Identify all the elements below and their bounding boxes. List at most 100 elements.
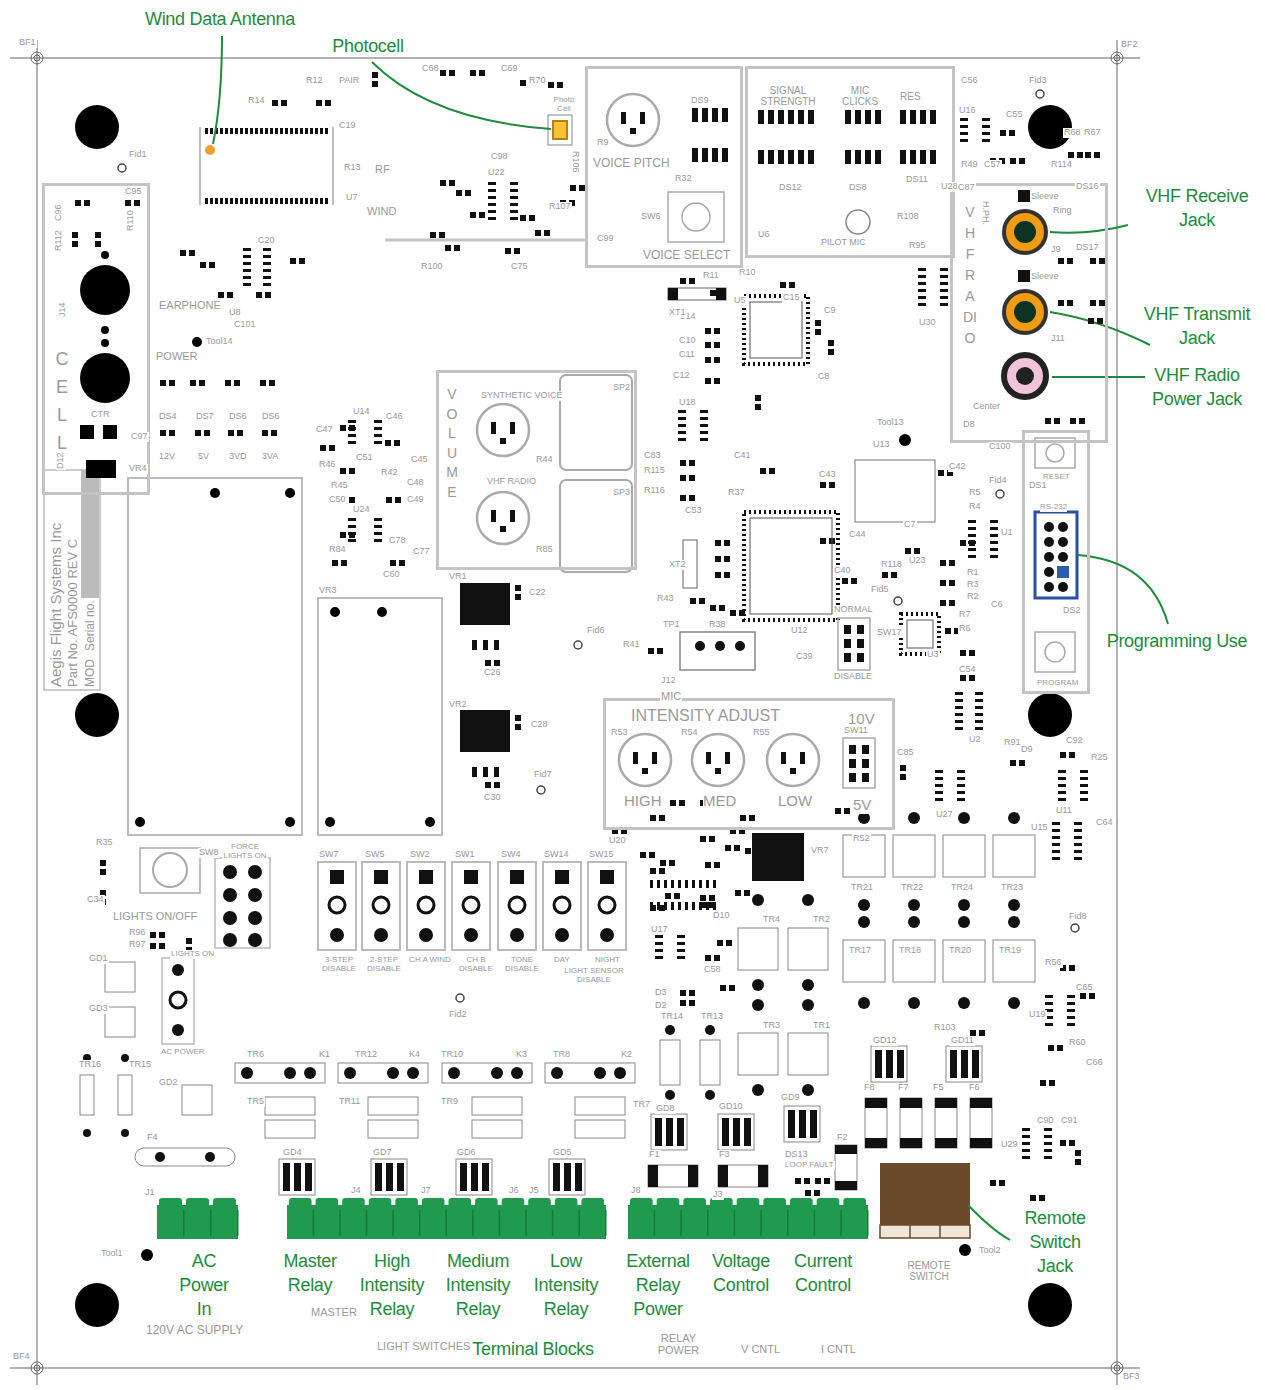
smd-pad	[679, 800, 685, 806]
terminal-divider	[392, 1210, 394, 1236]
silkscreen-label: Fid3	[1028, 76, 1048, 86]
ic-pin	[990, 555, 998, 558]
photocell	[553, 121, 567, 139]
silkscreen-label: POWER	[155, 350, 199, 362]
ic-pin	[940, 289, 948, 292]
smd-pad	[680, 278, 686, 284]
pot-ring	[692, 734, 744, 786]
silkscreen-label: DS9	[690, 96, 710, 106]
vhf-jack	[1014, 221, 1036, 243]
relay-pin	[407, 1067, 419, 1079]
callout-label: AC Power In	[174, 1250, 234, 1322]
silkscreen-label: C34	[86, 895, 105, 905]
silkscreen-label: U8	[228, 308, 242, 318]
silkscreen-label: TR23	[1000, 883, 1024, 893]
ic-pin	[940, 282, 948, 285]
qfp-body	[907, 620, 933, 648]
gate-driver-outline	[279, 1159, 315, 1195]
smd-pad	[290, 258, 296, 264]
cell-jack	[86, 460, 116, 478]
panel-heading: MIC CLICKS	[840, 85, 880, 107]
ic-pin	[657, 902, 660, 910]
relay-pin	[284, 1067, 296, 1079]
silkscreen-label: F1	[648, 1150, 661, 1160]
display-pin	[900, 110, 906, 124]
terminal-divider	[680, 1210, 682, 1236]
smd-pad	[449, 70, 455, 76]
smd-pad	[529, 215, 535, 221]
diode-outline	[182, 1085, 212, 1115]
switch-outline	[407, 862, 445, 950]
silkscreen-label: Fid5	[870, 585, 890, 595]
silkscreen-label: C55	[1005, 110, 1024, 120]
ic-pin	[955, 727, 963, 730]
relay-pin	[387, 1067, 399, 1079]
ic-pin	[374, 518, 382, 521]
silkscreen-label: LIGHT SENSOR DISABLE	[548, 967, 640, 985]
silkscreen-label: D10	[712, 911, 731, 921]
ic-pin	[677, 956, 685, 959]
fiducial	[574, 641, 582, 649]
ic-pin	[968, 527, 976, 530]
silkscreen-label: VR1	[448, 572, 468, 582]
silkscreen-label: TP1	[662, 620, 681, 630]
ic-pin	[1022, 1128, 1030, 1131]
smd-pad	[705, 357, 711, 363]
smd-pad	[1010, 158, 1016, 164]
smd-pad	[1039, 1195, 1045, 1201]
transistor-outline	[893, 940, 935, 982]
smd-pad	[815, 320, 821, 326]
programming-header	[1035, 512, 1077, 598]
display-pin	[855, 110, 861, 124]
ic-pin	[1074, 829, 1082, 832]
mounting-hole	[1028, 105, 1072, 149]
gate-driver-pin	[875, 1050, 882, 1078]
smd-pad	[905, 548, 911, 554]
switch-pad	[329, 897, 345, 913]
switch-pad	[555, 928, 569, 942]
ic-pin	[1044, 1135, 1052, 1138]
silkscreen-label: R13	[343, 163, 362, 173]
lead-dot	[1008, 916, 1020, 928]
pot-pad	[725, 752, 730, 764]
terminal-divider	[366, 1210, 368, 1236]
silkscreen-label: J14	[58, 301, 68, 318]
silkscreen-label: GD5	[552, 1148, 573, 1158]
terminal-divider	[840, 1210, 842, 1236]
smd-pad	[1067, 258, 1073, 264]
ic-pin	[655, 949, 663, 952]
display-pin	[798, 150, 804, 164]
gate-driver-pin	[677, 1118, 684, 1146]
silkscreen-label: 12V	[158, 452, 176, 462]
ic-pin	[374, 427, 382, 430]
ic-pin	[243, 262, 251, 265]
smd-pad	[820, 538, 826, 544]
gate-driver-outline	[651, 1114, 687, 1150]
ic-pin	[960, 118, 968, 121]
smd-pad	[829, 482, 835, 488]
switch-pad	[857, 625, 864, 634]
switch-outline	[452, 862, 490, 950]
smd-pad	[1097, 318, 1103, 324]
silkscreen-label: Tool13	[876, 418, 905, 428]
silkscreen-label: DAY	[553, 956, 571, 965]
smd-pad	[95, 241, 101, 247]
ic-pin	[685, 880, 688, 888]
photocell	[548, 115, 572, 145]
terminal-tab	[581, 1198, 604, 1208]
callout-label: VHF Transmit Jack	[1132, 303, 1262, 351]
silkscreen-label: U20	[608, 836, 627, 846]
fuse-outline	[835, 1145, 857, 1190]
ic-pin	[488, 182, 496, 185]
smd-pad	[494, 660, 500, 666]
terminal-divider	[183, 1210, 185, 1236]
pot-ring	[619, 734, 671, 786]
display-pin	[900, 150, 906, 164]
fuse-end	[900, 1138, 922, 1148]
gate-driver-outline	[784, 1106, 820, 1142]
silkscreen-label: U13	[872, 440, 891, 450]
smd-pad	[515, 724, 521, 730]
silkscreen-label: R118	[880, 560, 903, 570]
ic-pin	[935, 784, 943, 787]
display-pin	[712, 108, 718, 122]
